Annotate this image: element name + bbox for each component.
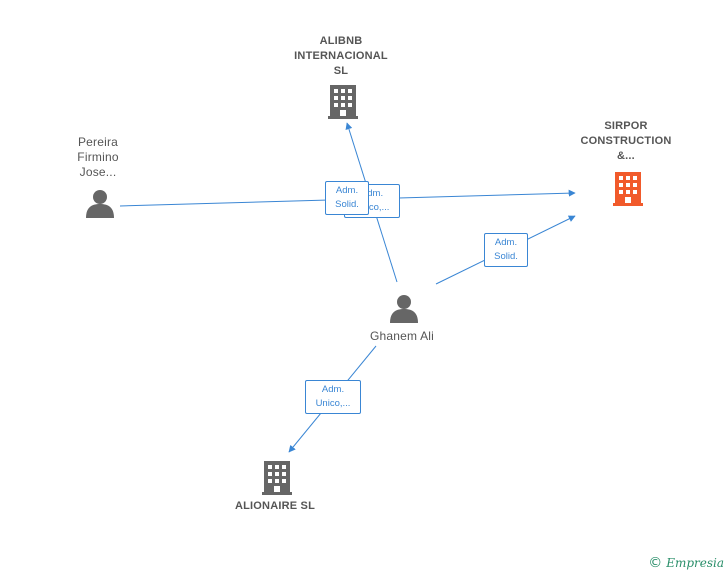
edge-label-line: Solid. [494,251,518,262]
edge-label-ghanem-alionaire[interactable]: Adm. Unico,... [305,380,361,414]
company-label-alionaire[interactable]: ALIONAIRE SL [215,499,335,514]
label-line: ALIONAIRE SL [234,500,315,512]
label-line: Pereira [77,135,119,149]
edge-label-line: Adm. [335,185,359,196]
person-icon[interactable] [390,295,418,323]
building-icon[interactable] [328,85,358,119]
building-icon-highlight[interactable] [613,172,643,206]
brand-logo-text: Empresia [666,556,724,570]
person-label-ghanem[interactable]: Ghanem Ali [352,329,452,344]
label-line: ALIBNB [319,35,363,47]
edge-label-line: Adm. [360,188,384,199]
label-line: Ghanem Ali [369,329,435,343]
label-line: Jose... [79,165,117,179]
company-label-alibnb[interactable]: ALIBNB INTERNACIONAL SL [281,34,401,79]
building-icon[interactable] [262,461,292,495]
edge-label-line: Adm. [321,384,345,395]
label-line: Firmino [77,150,119,164]
edge-label-line: Unico,... [315,398,351,409]
footer-watermark: ©Empresia [648,555,724,571]
label-line: &... [617,150,635,162]
edge-label-line: Adm. [494,237,518,248]
person-label-pereira[interactable]: Pereira Firmino Jose... [58,135,138,180]
company-label-sirpor[interactable]: SIRPOR CONSTRUCTION &... [566,119,686,164]
person-icon[interactable] [86,190,114,218]
label-line: INTERNACIONAL [294,50,388,62]
label-line: SL [333,65,349,77]
edge-label-ghanem-sirpor[interactable]: Adm. Solid. [484,233,528,267]
edge-label-pereira-sirpor[interactable]: Adm. Solid. [325,181,369,215]
edge-label-line: Unico,... [354,202,390,213]
edge-label-line: Solid. [335,199,359,210]
label-line: CONSTRUCTION [580,135,672,147]
copyright-symbol: © [648,555,663,571]
label-line: SIRPOR [604,120,648,132]
